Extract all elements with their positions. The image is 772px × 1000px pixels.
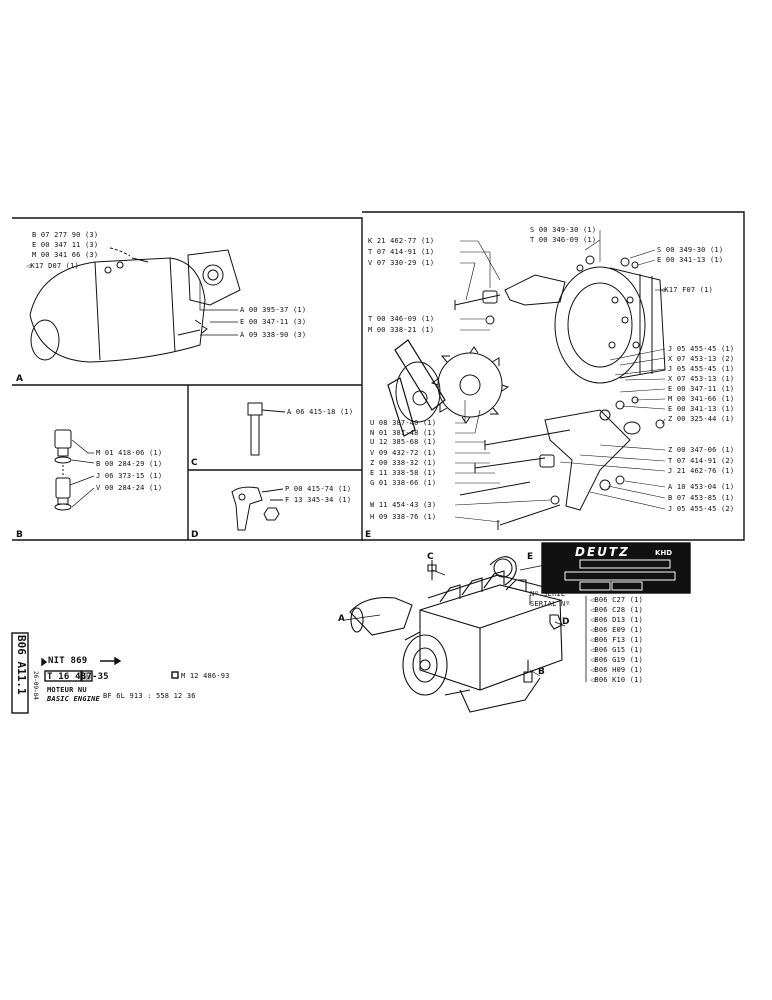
ref-line: W 11 454-43 (3) — [370, 501, 437, 509]
ref-line: B 07 453-85 (1) — [668, 494, 735, 502]
ref-line: J 21 462-76 (1) — [668, 467, 735, 475]
ref-line: X 07 453-13 (1) — [668, 375, 735, 383]
ref-line: A 09 338-90 (3) — [240, 331, 307, 339]
ref-line: T 07 414-91 (1) — [368, 248, 435, 256]
ref-line: E 00 347-11 (3) — [240, 318, 307, 326]
panel-letter-a: A — [16, 374, 23, 384]
panel-letter-e: E — [365, 530, 372, 540]
ref-line: ◁K17 F07 (1) — [660, 286, 713, 294]
ref-line: T 00 346-09 (1) — [530, 236, 597, 244]
ref-line: K 21 462-77 (1) — [368, 237, 435, 245]
variant-item: ◁B06 G15 (1) — [590, 646, 644, 654]
variant-item: ◁B06 K10 (1) — [590, 676, 644, 684]
ref-line: M 00 341 66 (3) — [32, 251, 99, 259]
ref-line: B 00 284-29 (1) — [96, 460, 163, 468]
nit-number: NIT 869 — [48, 656, 88, 666]
ref-line: ◁K17 D07 (1) — [26, 262, 79, 270]
alt-part-number: M 12 486-93 — [181, 672, 230, 680]
ref-line: E 00 347-11 (1) — [668, 385, 735, 393]
ref-line: Z 00 338-32 (1) — [370, 459, 437, 467]
engine-label-a: A — [338, 614, 345, 624]
variant-item: ◁B06 D13 (1) — [590, 616, 644, 624]
ref-line: Z 00 347-06 (1) — [668, 446, 735, 454]
ref-line: V 09 432-72 (1) — [370, 449, 437, 457]
ref-line: E 11 338-58 (1) — [370, 469, 437, 477]
ref-line: M 01 418-06 (1) — [96, 449, 163, 457]
ref-line: B 07 277 90 (3) — [32, 231, 99, 239]
serial-label-fr: Nº SERIE — [530, 590, 566, 598]
part-number: T 16 437-35 — [47, 672, 109, 682]
ref-line: G 01 338-66 (1) — [370, 479, 437, 487]
serial-label-en: SERIAL Nº — [530, 600, 570, 608]
title-fr: MOTEUR NU — [47, 686, 87, 694]
title-en: BASIC ENGINE — [47, 695, 100, 703]
panel-letter-b: B — [16, 530, 23, 540]
variant-item: ◁B06 G19 (1) — [590, 656, 644, 664]
ref-line: E 00 347 11 (3) — [32, 241, 99, 249]
ref-line: A 00 395-37 (1) — [240, 306, 307, 314]
ref-line: U 08 387-40 (1) — [370, 419, 437, 427]
ref-line: S 00 349-30 (1) — [530, 226, 597, 234]
ref-line: E 00 341-13 (1) — [668, 405, 735, 413]
ref-line: F 13 345-34 (1) — [285, 496, 352, 504]
ref-line: T 00 346-09 (1) — [368, 315, 435, 323]
ref-line: J 05 455-45 (1) — [668, 345, 735, 353]
ref-line: H 09 338-76 (1) — [370, 513, 437, 521]
issue-date: 26-09-84 — [32, 671, 39, 700]
ref-line: J 05 455-45 (1) — [668, 365, 735, 373]
variant-item: ◁B06 H09 (1) — [590, 666, 644, 674]
variant-item: ◁B06 C27 (1) — [590, 596, 644, 604]
panel-letter-d: D — [191, 530, 199, 540]
ref-line: T 07 414-91 (2) — [668, 457, 735, 465]
ref-line: A 10 453-04 (1) — [668, 483, 735, 491]
ref-line: S 00 349-30 (1) — [657, 246, 724, 254]
panel-letter-c: C — [191, 458, 198, 468]
variant-item: ◁B06 C28 (1) — [590, 606, 644, 614]
ref-line: J 05 455-45 (2) — [668, 505, 735, 513]
ref-line: Z 00 325-44 (1) — [668, 415, 735, 423]
ref-line: V 07 330-29 (1) — [368, 259, 435, 267]
variant-item: ◁B06 E09 (1) — [590, 626, 644, 634]
engine-label-b: B — [538, 667, 545, 677]
ref-line: M 00 338-21 (1) — [368, 326, 435, 334]
engine-model: BF 6L 913 : 558 12 36 — [103, 692, 196, 700]
engine-label-c: C — [427, 552, 434, 562]
ref-line: A 06 415-18 (1) — [287, 408, 354, 416]
variant-item: ◁B06 F13 (1) — [590, 636, 644, 644]
ref-line: J 06 373-15 (1) — [96, 472, 163, 480]
nameplate-sub: KHD — [655, 549, 673, 557]
page-reference: B06 A11.1 — [15, 635, 28, 695]
ref-line: X 07 453-13 (2) — [668, 355, 735, 363]
nameplate-brand: DEUTZ — [575, 545, 630, 559]
ref-line: P 00 415-74 (1) — [285, 485, 352, 493]
ref-line: E 00 341-13 (1) — [657, 256, 724, 264]
ref-line: M 00 341-66 (1) — [668, 395, 735, 403]
engine-label-d: D — [562, 617, 570, 627]
ref-line: N 01 387-48 (1) — [370, 429, 437, 437]
ref-line: U 12 385-68 (1) — [370, 438, 437, 446]
ref-line: V 00 284-24 (1) — [96, 484, 163, 492]
engine-label-e: E — [527, 552, 534, 562]
